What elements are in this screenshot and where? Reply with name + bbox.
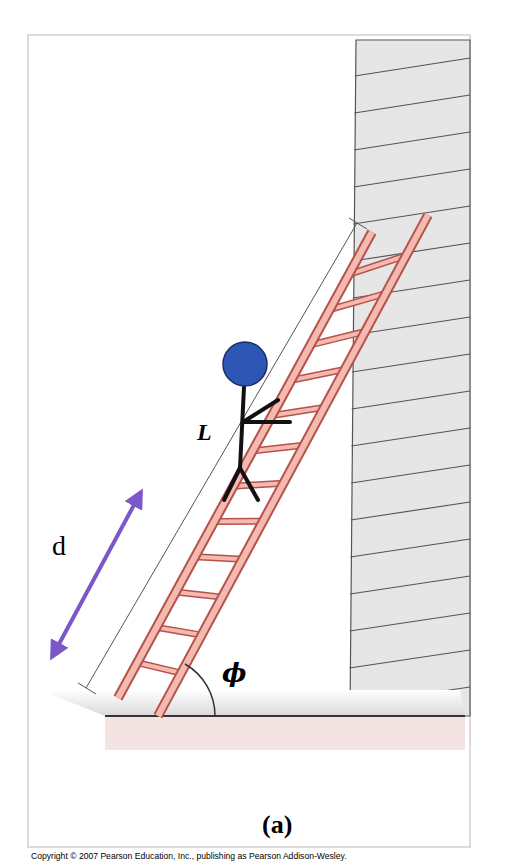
distance-arrow xyxy=(52,492,141,657)
length-label: L xyxy=(197,420,212,444)
panel-frame xyxy=(28,35,470,847)
angle-arc xyxy=(185,664,215,716)
stick-figure xyxy=(223,342,290,500)
copyright-note: Copyright © 2007 Pearson Education, Inc.… xyxy=(31,852,347,861)
ladder xyxy=(118,215,428,716)
ground xyxy=(40,690,465,750)
wall-siding xyxy=(349,40,470,716)
angle-label: ϕ xyxy=(222,660,246,686)
panel-label: (a) xyxy=(262,812,292,838)
length-dimension xyxy=(78,218,367,694)
distance-label: d xyxy=(52,532,66,560)
